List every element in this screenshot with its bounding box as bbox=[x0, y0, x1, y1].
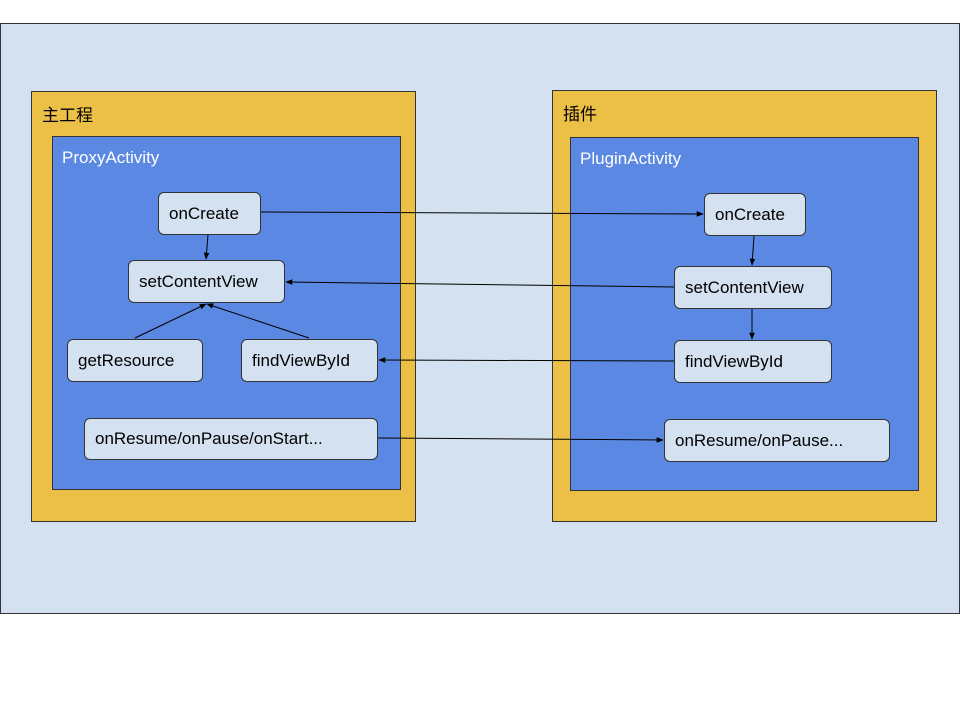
host-findviewbyid-node: findViewById bbox=[241, 339, 378, 382]
host-getresource-node: getResource bbox=[67, 339, 203, 382]
plugin-project-title: 插件 bbox=[563, 105, 597, 124]
plugin-setcontentview-node: setContentView bbox=[674, 266, 832, 309]
plugin-findviewbyid-node: findViewById bbox=[674, 340, 832, 383]
host-project-title: 主工程 bbox=[42, 106, 93, 125]
host-oncreate-node: onCreate bbox=[158, 192, 261, 235]
plugin-lifecycle-node: onResume/onPause... bbox=[664, 419, 890, 462]
proxy-activity-title: ProxyActivity bbox=[62, 148, 160, 167]
plugin-activity-title: PluginActivity bbox=[580, 149, 682, 168]
plugin-oncreate-node: onCreate bbox=[704, 193, 806, 236]
host-lifecycle-node: onResume/onPause/onStart... bbox=[84, 418, 378, 460]
host-setcontentview-node: setContentView bbox=[128, 260, 285, 303]
